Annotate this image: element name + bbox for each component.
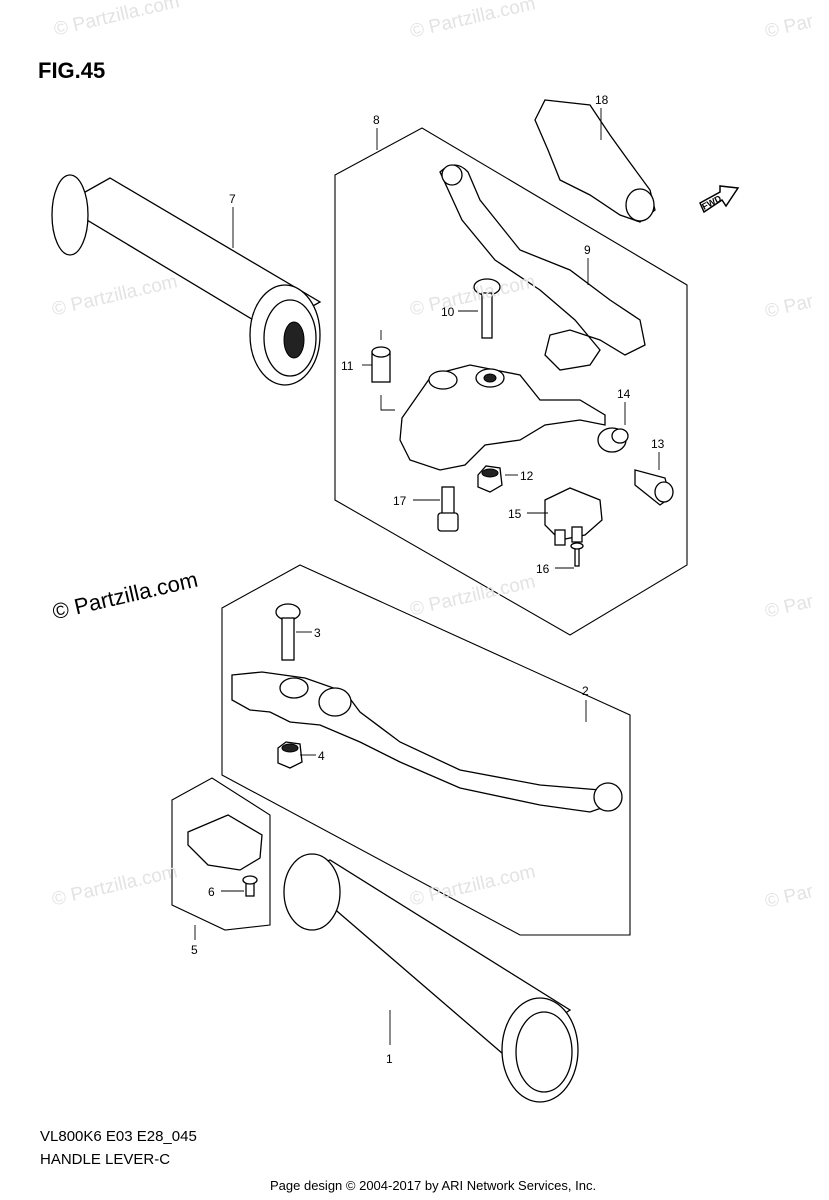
callout-6: 6 — [208, 885, 215, 899]
callout-11: 11 — [341, 359, 354, 373]
callout-5: 5 — [191, 943, 198, 957]
callout-16: 16 — [536, 562, 550, 576]
clamp-bolt-part-17[interactable] — [437, 486, 459, 532]
brake-lever-part-2[interactable] — [231, 671, 623, 813]
pivot-bolt-part-3[interactable] — [275, 603, 301, 661]
callout-18: 18 — [595, 93, 609, 107]
throttle-grip-part-1[interactable] — [283, 853, 579, 1103]
figure-title: FIG.45 — [38, 58, 106, 83]
screw-part-16[interactable] — [570, 542, 584, 567]
callout-17: 17 — [393, 494, 407, 508]
diagram-code: VL800K6 E03 E28_045 — [40, 1128, 197, 1145]
fwd-arrow-icon — [699, 185, 740, 214]
group-box-5 — [171, 777, 271, 931]
leader-lines — [194, 108, 660, 1045]
callout-9: 9 — [584, 243, 591, 257]
diagram-name: HANDLE LEVER-C — [40, 1151, 171, 1168]
callout-7: 7 — [229, 192, 236, 206]
grip-part-7[interactable] — [51, 174, 322, 386]
adjuster-wheel-part-14[interactable] — [597, 427, 629, 453]
callout-13: 13 — [651, 437, 665, 451]
callout-15: 15 — [508, 507, 522, 521]
clutch-lever-part-9[interactable] — [439, 164, 646, 371]
lever-bracket-part-8[interactable] — [399, 364, 606, 471]
callout-2: 2 — [582, 684, 589, 698]
group-box-2 — [221, 564, 631, 936]
lever-cover-part-18[interactable] — [534, 99, 656, 223]
nut-part-4[interactable] — [277, 741, 303, 769]
callout-12: 12 — [520, 469, 534, 483]
callout-1: 1 — [386, 1052, 393, 1066]
collar-part-11[interactable] — [371, 346, 391, 383]
callout-10: 10 — [441, 305, 455, 319]
cable-adjuster-part-13[interactable] — [634, 469, 674, 506]
callout-8: 8 — [373, 113, 380, 127]
nut-part-12[interactable] — [477, 465, 503, 493]
clutch-switch-part-15[interactable] — [544, 487, 603, 546]
footer-copyright: Page design © 2004-2017 by ARI Network S… — [270, 1178, 597, 1193]
callout-4: 4 — [318, 749, 325, 763]
callout-3: 3 — [314, 626, 321, 640]
group-box-8 — [334, 127, 688, 636]
screw-part-6[interactable] — [242, 875, 258, 897]
brake-switch-part-5[interactable] — [187, 814, 263, 871]
pivot-bolt-part-10[interactable] — [473, 278, 501, 339]
callout-14: 14 — [617, 387, 631, 401]
